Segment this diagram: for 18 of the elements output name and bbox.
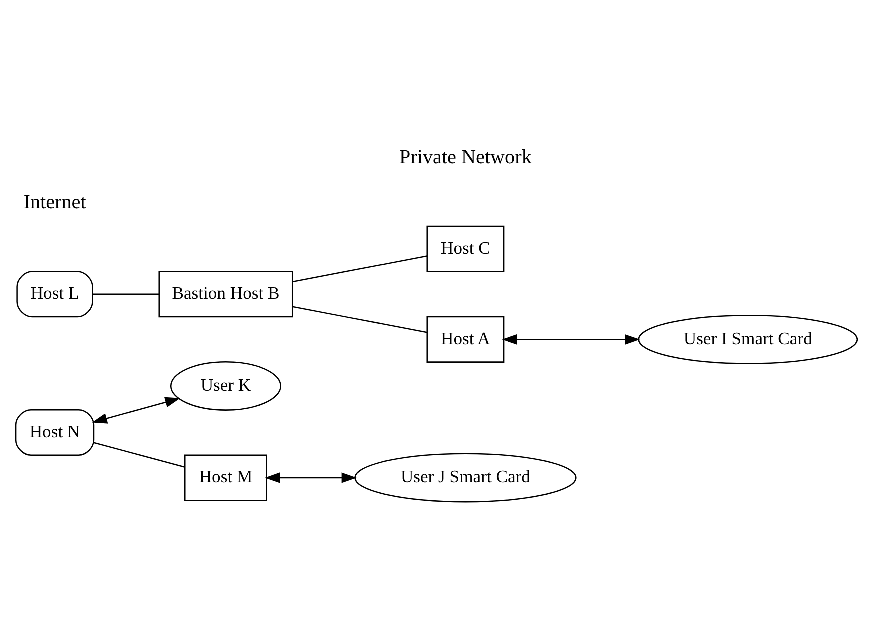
connector [94,442,185,468]
arrow [502,334,640,344]
arrow [265,472,357,483]
node-box: Host N [15,408,95,456]
node-box: Host C [426,225,505,272]
node-ellipse: User I Smart Card [638,314,858,364]
label: Internet [24,191,86,214]
connector [292,255,428,282]
connector [292,306,428,333]
node-ellipse: User K [170,360,282,410]
node-box: Bastion Host B [158,270,294,318]
arrow [92,396,180,424]
node-box: Host A [426,316,505,362]
connector [92,293,160,295]
node-box: Host M [184,454,268,501]
node-box: Host L [16,270,94,318]
label: Private Network [400,146,532,168]
node-ellipse: User J Smart Card [354,452,577,502]
